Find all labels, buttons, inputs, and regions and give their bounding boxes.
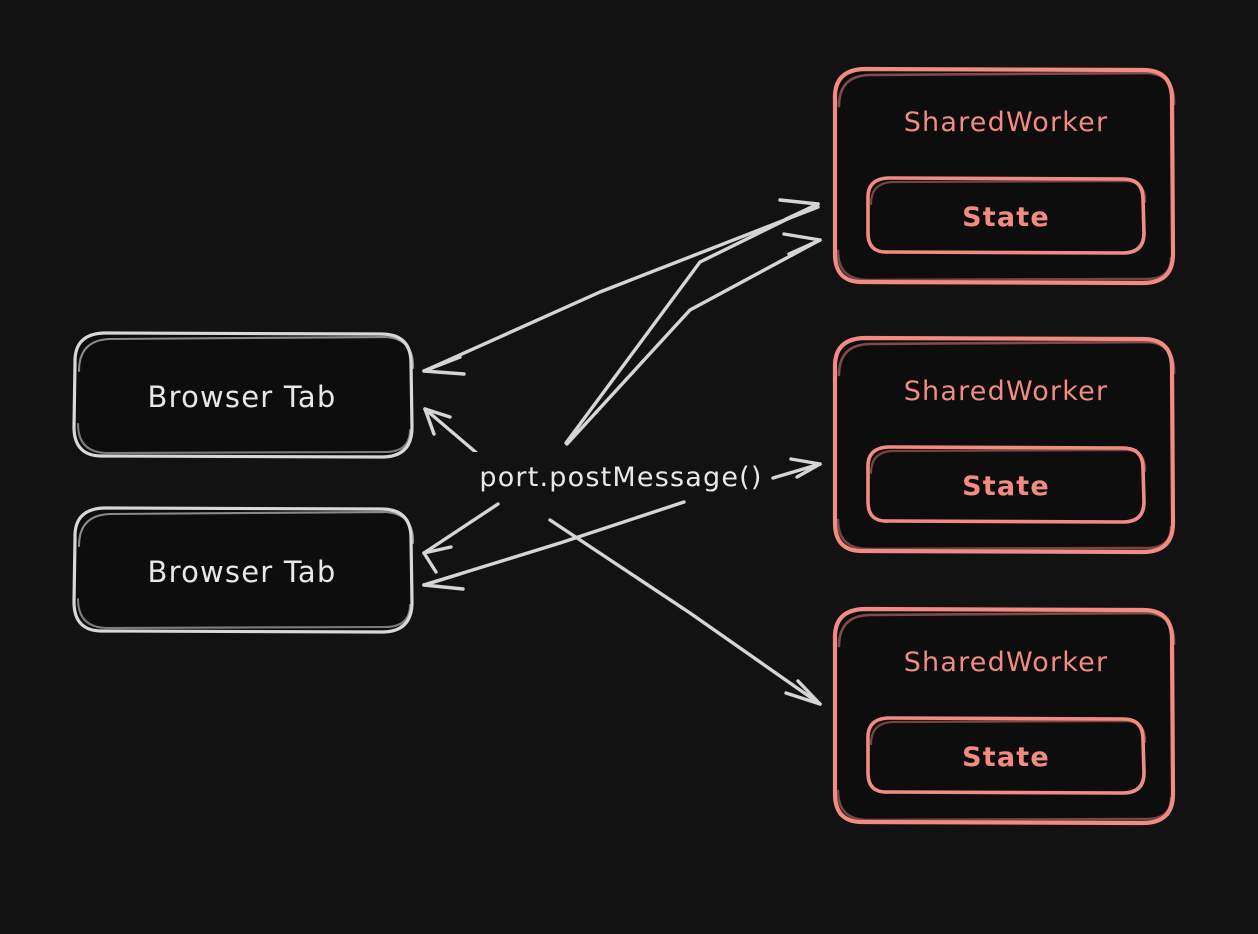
shared-worker-1-state-box[interactable]: State bbox=[866, 176, 1147, 255]
shared-worker-3-state-label: State bbox=[962, 742, 1050, 773]
browser-tab-1[interactable]: Browser Tab bbox=[72, 331, 415, 459]
edge-label-post-message: port.postMessage() bbox=[479, 462, 762, 493]
edge-label-group: port.postMessage() bbox=[472, 452, 770, 494]
shared-worker-1-label: SharedWorker bbox=[904, 107, 1109, 138]
shared-worker-2-state-label: State bbox=[962, 471, 1050, 502]
shared-worker-1[interactable]: SharedWorker State bbox=[832, 66, 1176, 286]
arrow-worker1-to-tab1 bbox=[422, 205, 820, 376]
shared-worker-2-label: SharedWorker bbox=[904, 376, 1109, 407]
browser-tab-2-label: Browser Tab bbox=[147, 555, 336, 589]
arrow-group bbox=[422, 198, 822, 706]
shared-worker-3[interactable]: SharedWorker State bbox=[832, 606, 1176, 826]
shared-worker-3-state-box[interactable]: State bbox=[866, 716, 1147, 795]
edge-label-backdrop bbox=[472, 452, 770, 494]
arrow-hub-to-worker3 bbox=[548, 518, 822, 706]
shared-worker-3-label: SharedWorker bbox=[904, 647, 1109, 678]
arrow-hub-to-worker2 bbox=[771, 457, 822, 480]
arrow-hub-to-worker1-upper bbox=[564, 198, 820, 445]
arrow-hub-to-tab1 bbox=[423, 407, 481, 457]
browser-tab-1-label: Browser Tab bbox=[147, 380, 336, 414]
shared-worker-2-state-box[interactable]: State bbox=[866, 445, 1147, 524]
arrow-hub-to-tab2 bbox=[422, 502, 500, 574]
browser-tab-2[interactable]: Browser Tab bbox=[72, 506, 415, 634]
shared-worker-2[interactable]: SharedWorker State bbox=[832, 335, 1176, 555]
arrow-hub-to-worker1-lower bbox=[565, 232, 822, 446]
shared-worker-1-state-label: State bbox=[962, 202, 1050, 233]
arrow-worker-to-tab2 bbox=[422, 500, 686, 591]
